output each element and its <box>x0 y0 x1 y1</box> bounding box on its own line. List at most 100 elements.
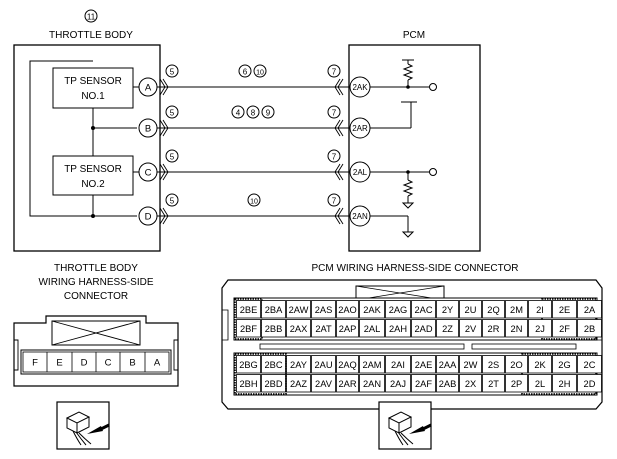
pcm-box <box>348 44 481 252</box>
svg-text:WIRING HARNESS-SIDE: WIRING HARNESS-SIDE <box>38 277 153 288</box>
pcm-connector-pin-2ah: 2AH <box>389 324 407 334</box>
svg-text:8: 8 <box>251 109 256 118</box>
svg-text:TP SENSOR: TP SENSOR <box>64 164 122 175</box>
wire-b-2ar: 5 4 8 9 7 <box>157 105 349 137</box>
pcm-connector-cell-box <box>236 319 261 338</box>
pcm-connector-pin-2i: 2I <box>536 305 544 315</box>
pcm-connector-cell-box <box>411 300 436 319</box>
pcm-connector-cell-box <box>236 300 261 319</box>
pcm-connector-pin-2w: 2W <box>464 360 478 370</box>
pcm-connector-pin-2am: 2AM <box>362 360 381 370</box>
pcm-connector-pin-2l: 2L <box>535 379 545 389</box>
pcm-connector-pin-2q: 2Q <box>487 305 499 315</box>
pcm-connector-cell-box <box>261 355 286 374</box>
pcm-connector-cell-box <box>286 319 311 338</box>
pcm-connector-cell-box <box>359 300 385 319</box>
pcm-connector-cell-box <box>385 355 411 374</box>
pcm-connector-pin-2c: 2C <box>584 360 596 370</box>
pcm-connector-pin-2z: 2Z <box>442 324 453 334</box>
tb-connector-title: THROTTLE BODY WIRING HARNESS-SIDE CONNEC… <box>38 263 153 302</box>
pcm-connector-cell-box <box>459 374 482 393</box>
tb-pin-a: A <box>138 77 158 97</box>
pcm-connector-cell-box <box>482 300 505 319</box>
pcm-internal-circuit <box>370 59 437 238</box>
pcm-connector-pin-2bf: 2BF <box>240 324 257 334</box>
pcm-connector-cell-box <box>411 374 436 393</box>
pcm-connector-pin-2s: 2S <box>488 360 499 370</box>
svg-text:2AL: 2AL <box>353 168 368 177</box>
tb-connector-face: F E D C B A <box>13 315 179 387</box>
pcm-connector-cell-box <box>436 300 459 319</box>
pcm-connector-cell-box <box>482 319 505 338</box>
svg-text:6: 6 <box>243 68 248 77</box>
pcm-connector-cell-box <box>577 374 602 393</box>
svg-text:7: 7 <box>332 153 337 162</box>
pcm-connector-title: PCM WIRING HARNESS-SIDE CONNECTOR <box>311 263 518 274</box>
pcm-connector-cell-box <box>336 300 359 319</box>
svg-text:5: 5 <box>170 109 175 118</box>
pcm-connector-pin-2n: 2N <box>511 324 523 334</box>
pcm-connector-cell-box <box>236 374 261 393</box>
pcm-connector-cell-box <box>436 355 459 374</box>
svg-text:7: 7 <box>332 68 337 77</box>
pcm-connector-pin-2aw: 2AW <box>289 305 309 315</box>
pcm-connector-cell-box <box>459 319 482 338</box>
pcm-connector-pin-2be: 2BE <box>240 305 258 315</box>
pcm-connector-cell-box <box>261 300 286 319</box>
pcm-connector-pin-2t: 2T <box>488 379 499 389</box>
pcm-connector-pin-2al: 2AL <box>364 324 381 334</box>
tp-sensor-no1: TP SENSOR NO.1 <box>52 67 134 109</box>
pcm-connector-pin-2ak: 2AK <box>363 305 381 315</box>
svg-text:CONNECTOR: CONNECTOR <box>64 291 128 302</box>
pcm-connector-cell-box <box>336 374 359 393</box>
svg-text:NO.1: NO.1 <box>81 91 105 102</box>
tb-connector-pin-d: D <box>81 358 88 369</box>
pcm-connector-cell-box <box>286 355 311 374</box>
pcm-connector-cell-box <box>311 374 336 393</box>
pcm-connector-pin-2ao: 2AO <box>338 305 357 315</box>
pcm-connector-pin-2at: 2AT <box>315 324 332 334</box>
pcm-pin-2al: 2AL <box>349 161 371 183</box>
pcm-connector-pin-2ai: 2AI <box>391 360 405 370</box>
pcm-connector-cell-box <box>505 374 528 393</box>
pcm-connector-cell-box <box>459 355 482 374</box>
pcm-connector-cell-box <box>528 355 552 374</box>
pcm-connector-pin-2d: 2D <box>584 379 596 389</box>
pcm-connector-pin-2bb: 2BB <box>265 324 283 334</box>
tb-pin-b: B <box>138 118 158 138</box>
pcm-pin-2ar: 2AR <box>349 117 371 139</box>
svg-text:7: 7 <box>332 109 337 118</box>
pcm-connector-cell-box <box>236 355 261 374</box>
svg-text:2AR: 2AR <box>352 124 368 133</box>
tb-pin-c: C <box>138 162 158 182</box>
pcm-connector-pin-2r: 2R <box>488 324 500 334</box>
pcm-connector-cell-box <box>482 355 505 374</box>
pcm-connector-cell-box <box>311 319 336 338</box>
pcm-pin-2an: 2AN <box>349 205 371 227</box>
pcm-connector-pin-2aq: 2AQ <box>338 360 357 370</box>
pcm-connector-cell-box <box>577 355 602 374</box>
pcm-connector-cell-box <box>436 319 459 338</box>
pcm-connector-cell-box <box>411 319 436 338</box>
pcm-connector-cell-box <box>505 355 528 374</box>
svg-text:10: 10 <box>256 70 264 77</box>
pcm-connector-cell-box <box>482 374 505 393</box>
pcm-connector-pin-2j: 2J <box>535 324 545 334</box>
pcm-connector-cell-box <box>385 374 411 393</box>
pcm-connector-pin-2v: 2V <box>465 324 477 334</box>
pcm-connector-cell-box <box>552 319 577 338</box>
svg-text:D: D <box>145 212 152 223</box>
pcm-connector-pin-2y: 2Y <box>442 305 453 315</box>
pcm-connector-cell-box <box>311 355 336 374</box>
tb-connector-pin-e: E <box>56 358 62 369</box>
wire-c-2al: 5 7 <box>157 149 349 181</box>
pcm-connector-pin-2au: 2AU <box>314 360 332 370</box>
pcm-connector-cell-box <box>336 319 359 338</box>
pcm-connector-pin-2ab: 2AB <box>439 379 457 389</box>
pcm-connector-pin-2av: 2AV <box>315 379 333 389</box>
pcm-connector-cell-box <box>385 300 411 319</box>
pcm-title: PCM <box>403 30 425 41</box>
svg-text:C: C <box>145 168 152 179</box>
pcm-connector-pin-2ae: 2AE <box>415 360 433 370</box>
